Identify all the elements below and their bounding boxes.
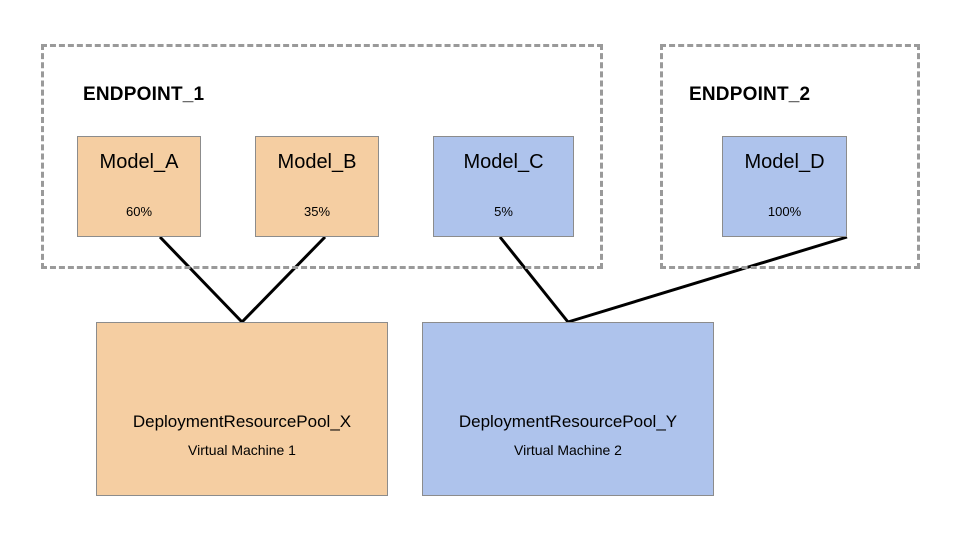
node-model-a[interactable]: Model_A 60% [77,136,201,237]
group-endpoint-1 [41,44,603,269]
node-model-b-traffic-split: 35% [303,204,331,219]
node-model-c-title: Model_C [463,151,544,173]
node-model-d-title: Model_D [744,151,825,173]
group-endpoint-2 [660,44,920,269]
node-model-a-traffic-split: 60% [125,204,153,219]
node-model-a-title: Model_A [99,151,179,173]
node-model-b[interactable]: Model_B 35% [255,136,379,237]
node-pool-x-title: DeploymentResourcePool_X [132,412,352,431]
node-model-d-traffic-split: 100% [767,204,802,219]
group-endpoint-1-label: ENDPOINT_1 [83,84,205,105]
node-model-c[interactable]: Model_C 5% [433,136,574,237]
node-model-c-traffic-split: 5% [494,204,513,219]
node-deployment-resource-pool-x[interactable]: DeploymentResourcePool_X Virtual Machine… [96,322,388,496]
node-pool-y-machine: Virtual Machine 2 [514,442,622,458]
node-model-b-title: Model_B [277,151,357,173]
node-pool-x-machine: Virtual Machine 1 [188,442,296,458]
group-endpoint-2-label: ENDPOINT_2 [689,84,811,105]
node-pool-y-title: DeploymentResourcePool_Y [458,412,678,431]
node-model-d[interactable]: Model_D 100% [722,136,847,237]
node-deployment-resource-pool-y[interactable]: DeploymentResourcePool_Y Virtual Machine… [422,322,714,496]
